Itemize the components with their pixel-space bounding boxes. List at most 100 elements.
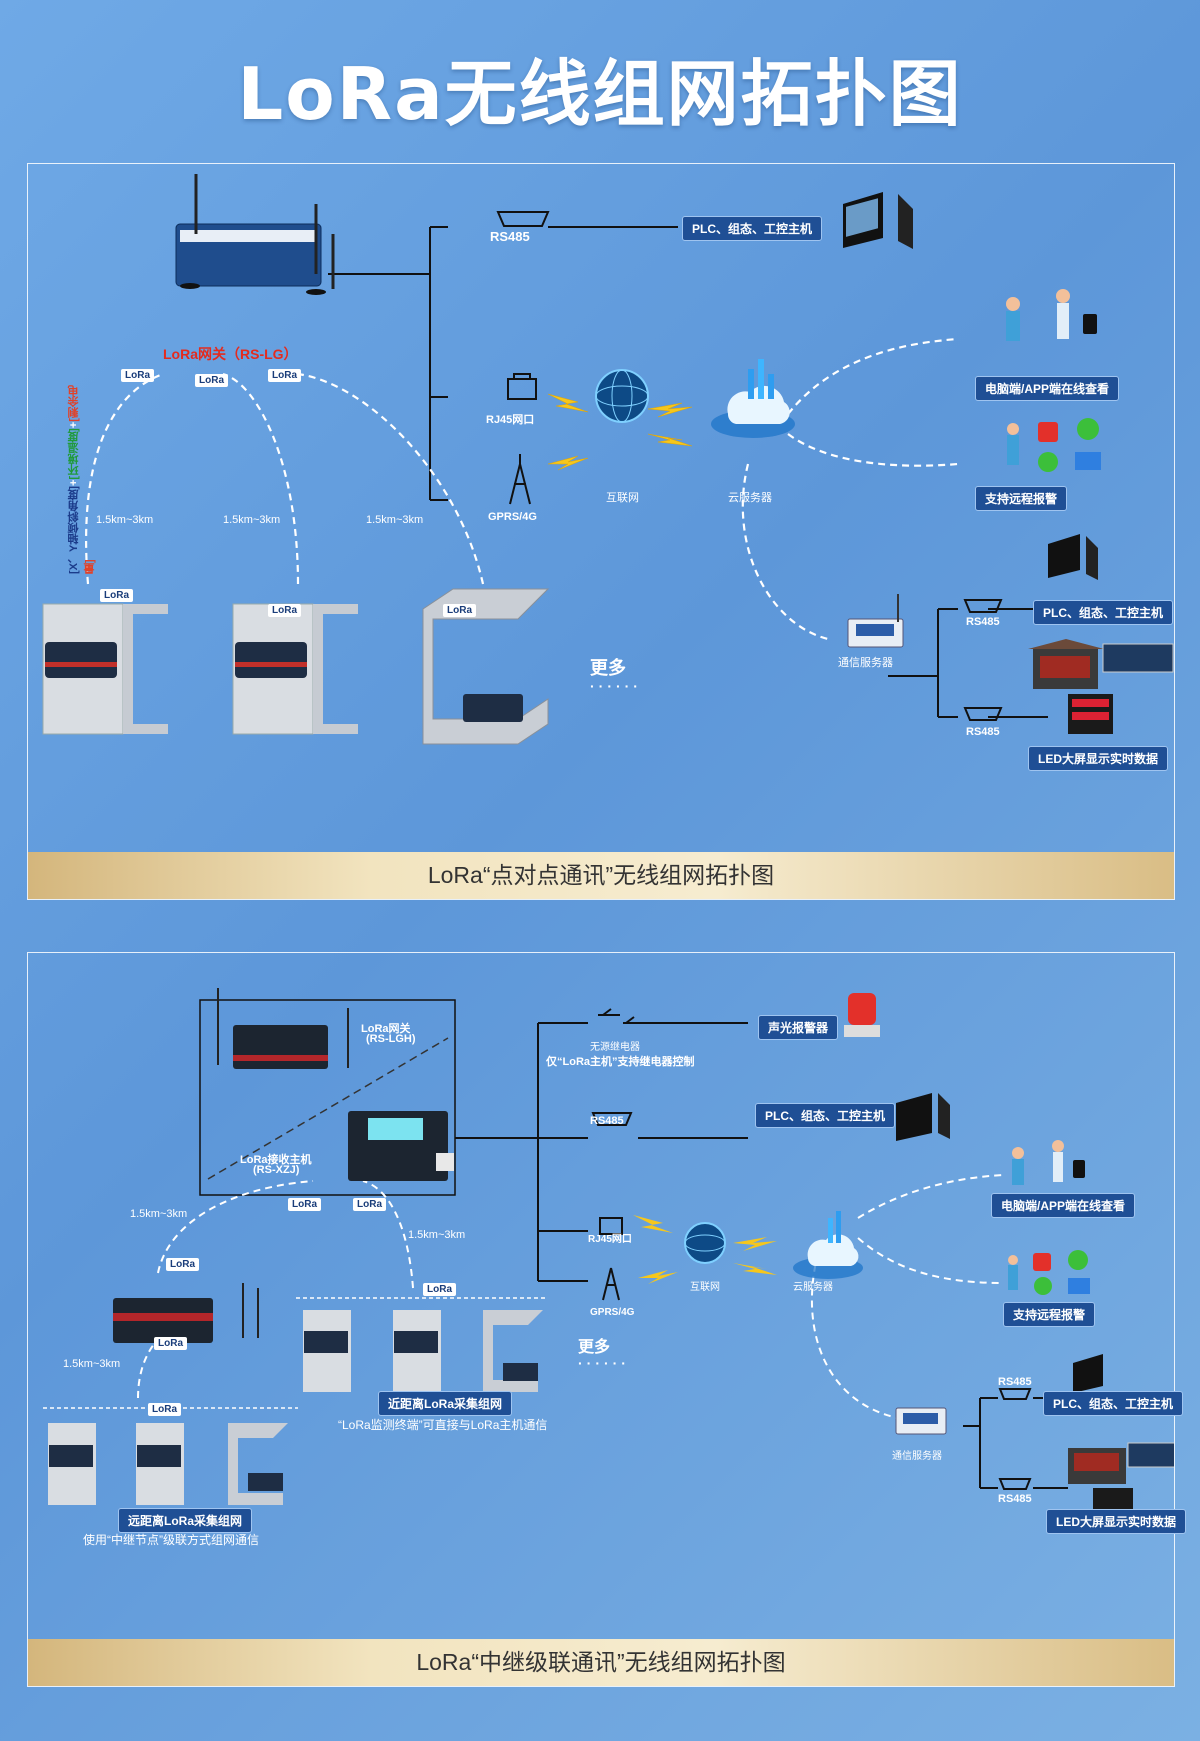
lora-tag: LoRa bbox=[121, 369, 154, 382]
rs485-port-icon-c bbox=[591, 1112, 633, 1126]
lora-tag: LoRa bbox=[288, 1198, 321, 1211]
more-devices-label: 更多······ bbox=[590, 658, 642, 694]
near-group-note: “LoRa监测终端”可直接与LoRa主机通信 bbox=[338, 1418, 548, 1432]
rj45-port-icon-2 bbox=[599, 1217, 623, 1235]
receiver-host-device bbox=[348, 1111, 454, 1181]
plc-monitor-icon-2 bbox=[1048, 534, 1098, 580]
arc-sensor1 bbox=[84, 372, 164, 585]
rs485-port-icon-a bbox=[963, 599, 1003, 613]
panel-footer: LoRa“中继级联通讯”无线组网拓扑图 bbox=[28, 1639, 1174, 1686]
lora-tag: LoRa bbox=[268, 369, 301, 382]
near-group-pill: 近距离LoRa采集组网 bbox=[378, 1391, 513, 1416]
lora-tag: LoRa bbox=[443, 604, 476, 617]
internet-label: 互联网 bbox=[606, 492, 639, 504]
plc-pill: PLC、组态、工控主机 bbox=[755, 1103, 896, 1128]
far-group-pill: 远距离LoRa采集组网 bbox=[118, 1508, 253, 1533]
rs485-label-a: RS485 bbox=[998, 1376, 1032, 1388]
remote-alarm-pill: 支持远程报警 bbox=[975, 486, 1068, 511]
rs485-label-a: RS485 bbox=[966, 616, 1000, 628]
gateway-lgh-label-1: LoRa网关 bbox=[361, 1023, 411, 1035]
lora-tag: LoRa bbox=[423, 1283, 456, 1296]
plc-monitor-icon-4 bbox=[1073, 1354, 1103, 1393]
led-board-icon bbox=[1028, 639, 1174, 734]
lora-tag: LoRa bbox=[148, 1403, 181, 1416]
cloud-server-icon bbox=[711, 359, 795, 438]
relay-note: 仅“LoRa主机”支持继电器控制 bbox=[546, 1056, 695, 1068]
more-devices-label: 更多······ bbox=[578, 1339, 630, 1371]
relay-switch-icon bbox=[598, 1008, 635, 1024]
rs485-label-b: RS485 bbox=[966, 726, 1000, 738]
plc-pill-2: PLC、组态、工控主机 bbox=[1043, 1391, 1184, 1416]
near-sensors bbox=[303, 1310, 543, 1392]
rj45-label: RJ45网口 bbox=[486, 414, 535, 426]
rs485-port-icon-b bbox=[963, 707, 1003, 721]
cloud-label: 云服务器 bbox=[793, 1282, 833, 1293]
rs485-port-icon bbox=[496, 211, 550, 227]
plc-monitor-icon-3 bbox=[896, 1093, 950, 1141]
lora-tag: LoRa bbox=[353, 1198, 386, 1211]
distance-label: 1.5km~3km bbox=[408, 1229, 466, 1241]
p2p-diagram-svg bbox=[42, 174, 1174, 745]
p2p-topology-panel: LoRa网关（RS-LG） LoRa LoRa LoRa LoRa LoRa L… bbox=[27, 163, 1175, 900]
cloud-server-icon-2 bbox=[793, 1211, 863, 1279]
relay-diagram-svg bbox=[43, 988, 1174, 1520]
rj45-port-icon bbox=[507, 373, 537, 400]
distance-label: 1.5km~3km bbox=[366, 514, 424, 526]
host-label-2: (RS-XZJ) bbox=[253, 1164, 300, 1176]
distance-label: 1.5km~3km bbox=[130, 1208, 188, 1220]
internet-label: 互联网 bbox=[690, 1282, 720, 1293]
online-view-pill: 电脑端/APP端在线查看 bbox=[975, 376, 1120, 401]
comm-server-device bbox=[847, 594, 904, 648]
gprs-label: GPRS/4G bbox=[488, 511, 537, 523]
sensor-measurements-note: [X、Y轴倾斜角度]+[环境温度]+[剩余电量] bbox=[68, 385, 96, 574]
led-pill: LED大屏显示实时数据 bbox=[1028, 746, 1169, 771]
internet-globe-icon-2 bbox=[684, 1222, 726, 1264]
lora-gateway-device bbox=[175, 174, 335, 295]
comm-server-label: 通信服务器 bbox=[838, 657, 893, 669]
plc-pill-2: PLC、组态、工控主机 bbox=[1033, 600, 1174, 625]
lora-tag: LoRa bbox=[195, 374, 228, 387]
alarm-beacon-icon bbox=[844, 993, 880, 1037]
rj45-label: RJ45网口 bbox=[588, 1234, 632, 1245]
lora-tag: LoRa bbox=[268, 604, 301, 617]
far-group-note: 使用“中继节点”级联方式组网通信 bbox=[83, 1533, 259, 1547]
gateway-lgh-label-2: (RS-LGH) bbox=[366, 1033, 416, 1045]
relay-topology-panel: LoRa网关 (RS-LGH) LoRa接收主机 (RS-XZJ) LoRa L… bbox=[27, 952, 1187, 1687]
comm-server-label: 通信服务器 bbox=[892, 1451, 942, 1462]
alarm-icons-2 bbox=[1008, 1250, 1090, 1295]
lora-tag: LoRa bbox=[100, 589, 133, 602]
rs485-label-b: RS485 bbox=[998, 1493, 1032, 1505]
gprs-tower-icon bbox=[509, 454, 531, 505]
alarm-pill: 声光报警器 bbox=[758, 1015, 839, 1040]
gprs-tower-icon-2 bbox=[602, 1267, 620, 1301]
page-title: LoRa无线组网拓扑图 bbox=[237, 52, 963, 136]
sensor-bracket-3 bbox=[422, 588, 550, 745]
user-figures-icon bbox=[1006, 289, 1097, 341]
distance-label: 1.5km~3km bbox=[96, 514, 154, 526]
rs485-label: RS485 bbox=[590, 1115, 624, 1127]
alarm-icons bbox=[1007, 418, 1101, 472]
plc-pill: PLC、组态、工控主机 bbox=[682, 216, 823, 241]
cloud-label: 云服务器 bbox=[728, 492, 772, 504]
distance-label: 1.5km~3km bbox=[63, 1358, 121, 1370]
online-view-pill: 电脑端/APP端在线查看 bbox=[991, 1193, 1136, 1218]
relay-repeater-device bbox=[113, 1283, 259, 1343]
lora-tag: LoRa bbox=[154, 1337, 187, 1350]
far-sensors bbox=[48, 1423, 288, 1505]
gprs-label: GPRS/4G bbox=[590, 1307, 635, 1318]
remote-alarm-pill: 支持远程报警 bbox=[1003, 1302, 1096, 1327]
plc-monitor-icon bbox=[843, 192, 913, 249]
gateway-lgh-device bbox=[217, 988, 349, 1069]
sensor-bracket-2 bbox=[232, 603, 358, 735]
distance-label: 1.5km~3km bbox=[223, 514, 281, 526]
host-group-box bbox=[199, 999, 456, 1196]
relay-switch-label: 无源继电器 bbox=[590, 1042, 640, 1053]
sensor-bracket-1 bbox=[42, 603, 168, 735]
host-label-1: LoRa接收主机 bbox=[240, 1154, 312, 1166]
lora-tag: LoRa bbox=[166, 1258, 199, 1271]
comm-server-device-2 bbox=[895, 1407, 947, 1435]
gateway-label: LoRa网关（RS-LG） bbox=[163, 346, 298, 362]
internet-globe-icon bbox=[595, 369, 649, 423]
panel-footer: LoRa“点对点通讯”无线组网拓扑图 bbox=[28, 852, 1174, 899]
user-figures-icon-2 bbox=[1012, 1140, 1085, 1185]
